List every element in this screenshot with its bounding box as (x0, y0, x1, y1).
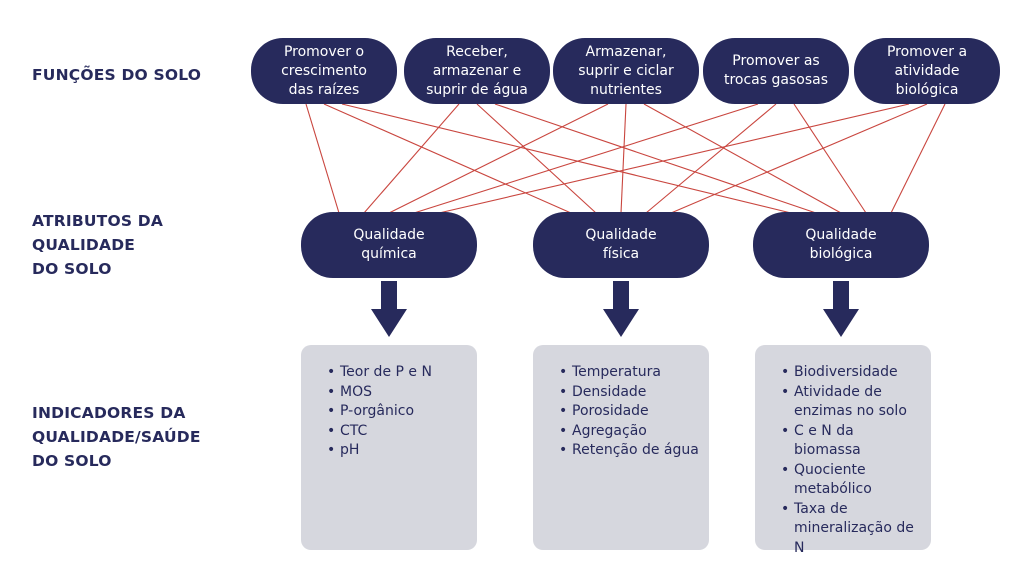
attribute-physical-quality: Qualidade física (533, 212, 709, 278)
function-biological-activity: Promover a atividade biológica (854, 38, 1000, 104)
connector-line-0-1 (323, 103, 572, 214)
connector-line-0-0 (305, 103, 340, 214)
label-soil-functions: FUNÇÕES DO SOLO (32, 66, 202, 84)
indicator-item: MOS (327, 383, 467, 403)
label-quality-attributes: ATRIBUTOS DA QUALIDADE DO SOLO (32, 212, 164, 278)
function-water-supply: Receber, armazenar e suprir de água (404, 38, 550, 104)
attribute-biological-quality: Qualidade biológica (753, 212, 929, 278)
connector-line-4-0 (438, 103, 910, 214)
indicator-item: Quociente metabólico (781, 461, 921, 500)
down-arrow-icon-2 (823, 281, 859, 337)
down-arrow-icon-1 (603, 281, 639, 337)
attribute-chemical-quality: Qualidade química (301, 212, 477, 278)
function-gas-exchange: Promover as trocas gasosas (703, 38, 849, 104)
indicator-item: Atividade de enzimas no solo (781, 383, 921, 422)
connector-line-4-1 (670, 103, 928, 214)
indicator-item: Densidade (559, 383, 699, 403)
attribute-indicator-arrows (371, 281, 859, 337)
indicator-item: C e N da biomassa (781, 422, 921, 461)
indicator-item: Porosidade (559, 402, 699, 422)
connector-line-4-2 (890, 103, 946, 214)
indicators-biological-box: Biodiversidade Atividade de enzimas no s… (755, 345, 931, 556)
indicator-item: Agregação (559, 422, 699, 442)
connector-line-3-0 (413, 103, 759, 214)
indicator-item: pH (327, 441, 467, 461)
connector-line-0-2 (341, 103, 792, 214)
indicator-item: Biodiversidade (781, 363, 921, 383)
function-nutrient-cycling: Armazenar, suprir e ciclar nutrientes (553, 38, 699, 104)
connector-line-1-0 (363, 103, 460, 214)
connector-line-3-1 (645, 103, 777, 214)
connector-line-2-0 (388, 103, 609, 214)
down-arrow-icon-0 (371, 281, 407, 337)
connector-line-2-2 (643, 103, 842, 214)
indicators-physical-box: Temperatura Densidade Porosidade Agregaç… (533, 345, 709, 550)
indicator-item: Teor de P e N (327, 363, 467, 383)
indicator-item: Temperatura (559, 363, 699, 383)
indicators-chemical-box: Teor de P e N MOS P-orgânico CTC pH (301, 345, 477, 550)
indicator-item: Retenção de água (559, 441, 699, 461)
label-quality-indicators: INDICADORES DA QUALIDADE/SAÚDE DO SOLO (32, 404, 201, 470)
function-root-growth: Promover o crescimento das raízes (251, 38, 397, 104)
indicator-item: CTC (327, 422, 467, 442)
connector-line-1-1 (476, 103, 597, 214)
connector-line-3-2 (793, 103, 867, 214)
indicator-item: Taxa de mineralização de N (781, 500, 921, 559)
function-attribute-connectors (305, 103, 946, 214)
connector-line-1-2 (494, 103, 817, 214)
indicator-item: P-orgânico (327, 402, 467, 422)
connector-line-2-1 (620, 103, 627, 214)
